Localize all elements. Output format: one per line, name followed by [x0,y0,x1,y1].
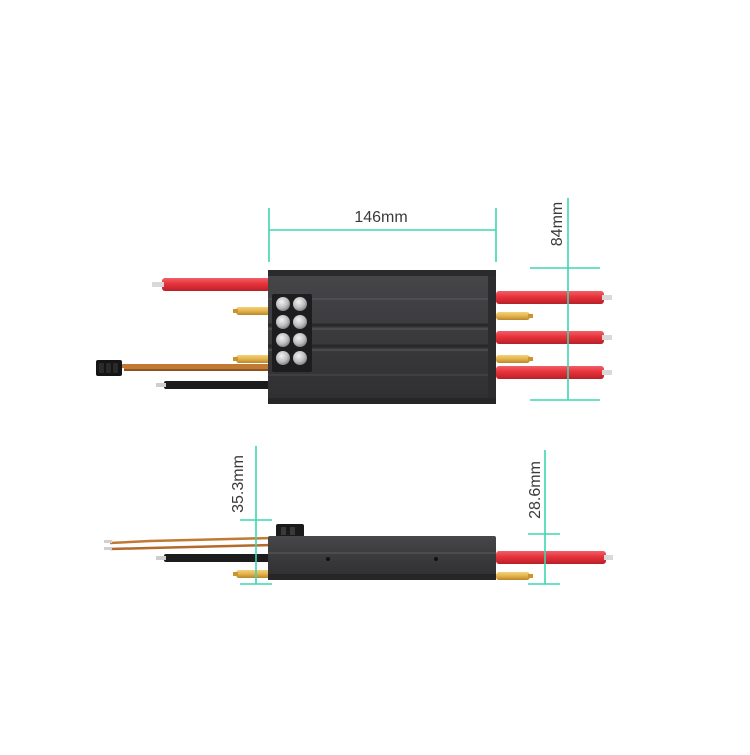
dimension-width [530,198,600,401]
left-power-wire [152,278,270,291]
housing-side [268,536,496,580]
signal-wire [112,364,270,371]
side-right-connector [496,572,533,580]
side-motor-wire [496,551,613,564]
dimension-height-total [240,446,272,585]
top-view: 146mm 84mm [96,198,612,404]
motor-wire-c [496,366,612,379]
dimension-height-body [528,450,560,585]
right-connector-bottom [496,355,533,363]
dimension-length [268,208,497,262]
motor-wire-a [496,291,612,304]
side-switch-block [276,524,304,538]
left-connector-top [233,307,270,315]
side-black-wire [156,554,272,562]
left-connector-bottom [233,355,270,363]
side-left-connector [233,570,272,578]
side-view: 35.3mm 28.6mm [104,446,613,585]
side-signal-wire [104,536,273,551]
dimension-width-label: 84mm [549,202,566,246]
capacitor-bank [272,294,312,372]
motor-wire-b [496,331,612,344]
dimension-height-total-label: 35.3mm [230,455,247,513]
dimension-length-label: 146mm [354,209,407,226]
right-connector-top [496,312,533,320]
black-wire-left [156,381,270,389]
dimension-height-body-label: 28.6mm [527,461,544,519]
servo-plug [96,360,122,376]
